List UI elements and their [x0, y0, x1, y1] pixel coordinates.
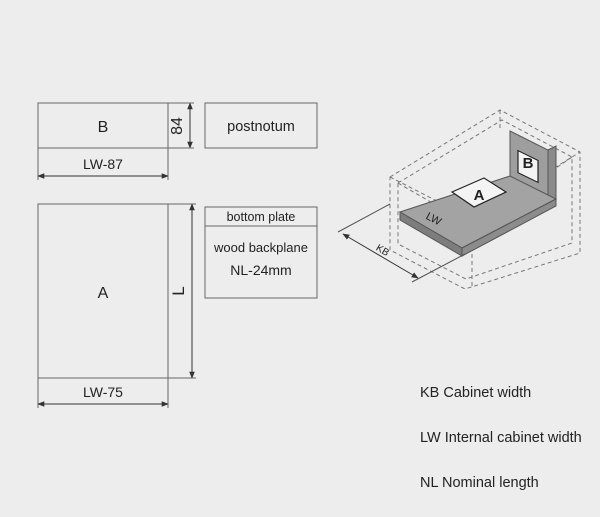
- legend-item-nl: NL Nominal length: [420, 475, 539, 491]
- iso-label-kb: KB: [374, 243, 391, 259]
- iso-bottom-plate-side: [461, 198, 557, 257]
- panel-a-height-dim: L: [169, 286, 188, 295]
- info-box-title: bottom plate: [227, 210, 296, 224]
- iso-b-tag: [517, 149, 539, 184]
- iso-kb-ext-right: [411, 253, 466, 283]
- legend-item-kb: KB Cabinet width: [420, 385, 532, 401]
- info-box: [204, 206, 318, 299]
- panel-a-group: A L LW-75: [37, 203, 196, 408]
- iso-label-a: A: [474, 187, 485, 204]
- iso-kb-dim-line: [342, 233, 419, 279]
- legend-item-lw: LW Internal cabinet width: [420, 430, 582, 446]
- panel-a-label: A: [98, 285, 109, 302]
- panel-a-width-dim: LW-75: [83, 384, 123, 400]
- info-box-line2: NL-24mm: [230, 262, 291, 278]
- panel-b-rect: [37, 102, 169, 149]
- iso-kb-ext-left: [337, 203, 391, 233]
- iso-cabinet: B A LW KB: [337, 109, 581, 290]
- postnotum-label: postnotum: [227, 119, 295, 135]
- info-box-line1: wood backplane: [213, 240, 308, 255]
- postnotum-box: [204, 102, 318, 149]
- panel-b-label: B: [98, 119, 109, 136]
- info-box-group: bottom plate wood backplane NL-24mm: [204, 206, 318, 299]
- postnotum-group: postnotum: [204, 102, 318, 149]
- panel-a-rect: [37, 203, 169, 379]
- panel-b-width-dim: LW-87: [83, 156, 123, 172]
- iso-a-tag: [450, 177, 508, 208]
- panel-b-group: B 84 LW-87: [37, 102, 194, 180]
- iso-label-b: B: [523, 155, 534, 172]
- panel-b-height-dim: 84: [169, 117, 186, 135]
